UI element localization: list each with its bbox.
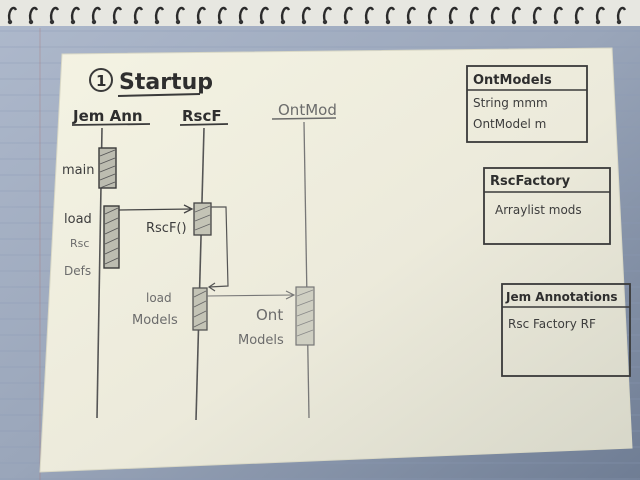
activation-box-main [98,147,117,189]
spiral-hole [574,19,580,25]
class-field: Rsc Factory RF [508,317,596,331]
spiral-ring [71,6,81,23]
spiral-hole [7,19,13,25]
msg-models: Models [132,313,178,328]
msg-rsc: Rsc [70,237,89,250]
spiral-ring [449,6,459,23]
lifeline-label-rscf: RscF [182,107,222,125]
class-name-ontmodels: OntModels [473,73,552,88]
msg-defs: Defs [64,264,91,278]
spiral-ring [407,6,417,23]
spiral-ring [197,6,207,23]
spiral-hole [406,19,412,25]
class-name-rscfactory: RscFactory [490,174,571,189]
spiral-hole [217,19,223,25]
spiral-hole [91,19,97,25]
spiral-hole [280,19,286,25]
spiral-ring [218,6,228,23]
class-box-ontmodels: OntModels String mmm OntModel m [466,65,588,143]
spiral-hole [133,19,139,25]
spiral-ring [239,6,249,23]
class-field: Arraylist mods [495,203,582,217]
class-box-jem-annotations: Jem Annotations Rsc Factory RF [501,283,631,377]
msg-rscf-call: RscF() [146,221,187,236]
spiral-hole [427,19,433,25]
spiral-hole [70,19,76,25]
spiral-hole [469,19,475,25]
page-title: Startup [119,70,213,95]
spiral-ring [428,6,438,23]
spiral-ring [365,6,375,23]
spiral-hole [532,19,538,25]
spiral-ring [281,6,291,23]
class-box-rscfactory: RscFactory Arraylist mods [483,167,611,245]
class-name-jem-annotations: Jem Annotations [505,290,618,304]
spiral-hole [238,19,244,25]
spiral-hole [364,19,370,25]
spiral-ring [8,6,18,23]
lifeline-ontmod [303,121,310,419]
spiral-hole [490,19,496,25]
spiral-ring [491,6,501,23]
msg-ont: Ont [256,306,283,324]
spiral-ring [575,6,585,23]
spiral-hole [301,19,307,25]
message-arrow-ont-models [206,290,296,300]
spiral-hole [196,19,202,25]
spiral-hole [385,19,391,25]
spiral-ring [92,6,102,23]
spiral-ring [533,6,543,23]
msg-load: load [64,212,92,227]
spiral-hole [175,19,181,25]
spiral-ring [554,6,564,23]
activation-box-load-models [192,287,208,331]
spiral-ring [323,6,333,23]
spiral-ring [596,6,606,23]
paper-card [39,47,633,473]
spiral-ring [155,6,165,23]
spiral-hole [322,19,328,25]
spiral-ring [302,6,312,23]
spiral-hole [553,19,559,25]
step-number: 1 [96,72,106,90]
spiral-hole [343,19,349,25]
msg-ont-models: Models [238,333,284,348]
lifeline-rscf [195,127,205,421]
class-field: OntModel m [473,117,546,131]
spiral-hole [49,19,55,25]
spiral-ring [260,6,270,23]
spiral-ring [176,6,186,23]
spiral-binding [0,0,640,26]
step-circle-icon [89,68,113,92]
spiral-hole [595,19,601,25]
spiral-ring [470,6,480,23]
spiral-ring [617,6,627,23]
spiral-hole [28,19,34,25]
spiral-hole [259,19,265,25]
spiral-ring [386,6,396,23]
spiral-ring [344,6,354,23]
msg-load-2: load [146,291,172,305]
spiral-ring [512,6,522,23]
spiral-ring [113,6,123,23]
spiral-hole [112,19,118,25]
spiral-hole [511,19,517,25]
spiral-ring [29,6,39,23]
msg-main: main [62,163,94,178]
activation-box-rscf [193,202,212,236]
spiral-ring [50,6,60,23]
spiral-hole [616,19,622,25]
lifeline-label-ontmod: OntMod [278,101,337,119]
lifeline-label-jem-ann: Jem Ann [72,107,143,125]
class-field: String mmm [473,96,548,110]
message-arrow-rscf [118,204,194,214]
spiral-hole [448,19,454,25]
spiral-hole [154,19,160,25]
self-call-arrow [207,206,229,292]
spiral-ring [134,6,144,23]
